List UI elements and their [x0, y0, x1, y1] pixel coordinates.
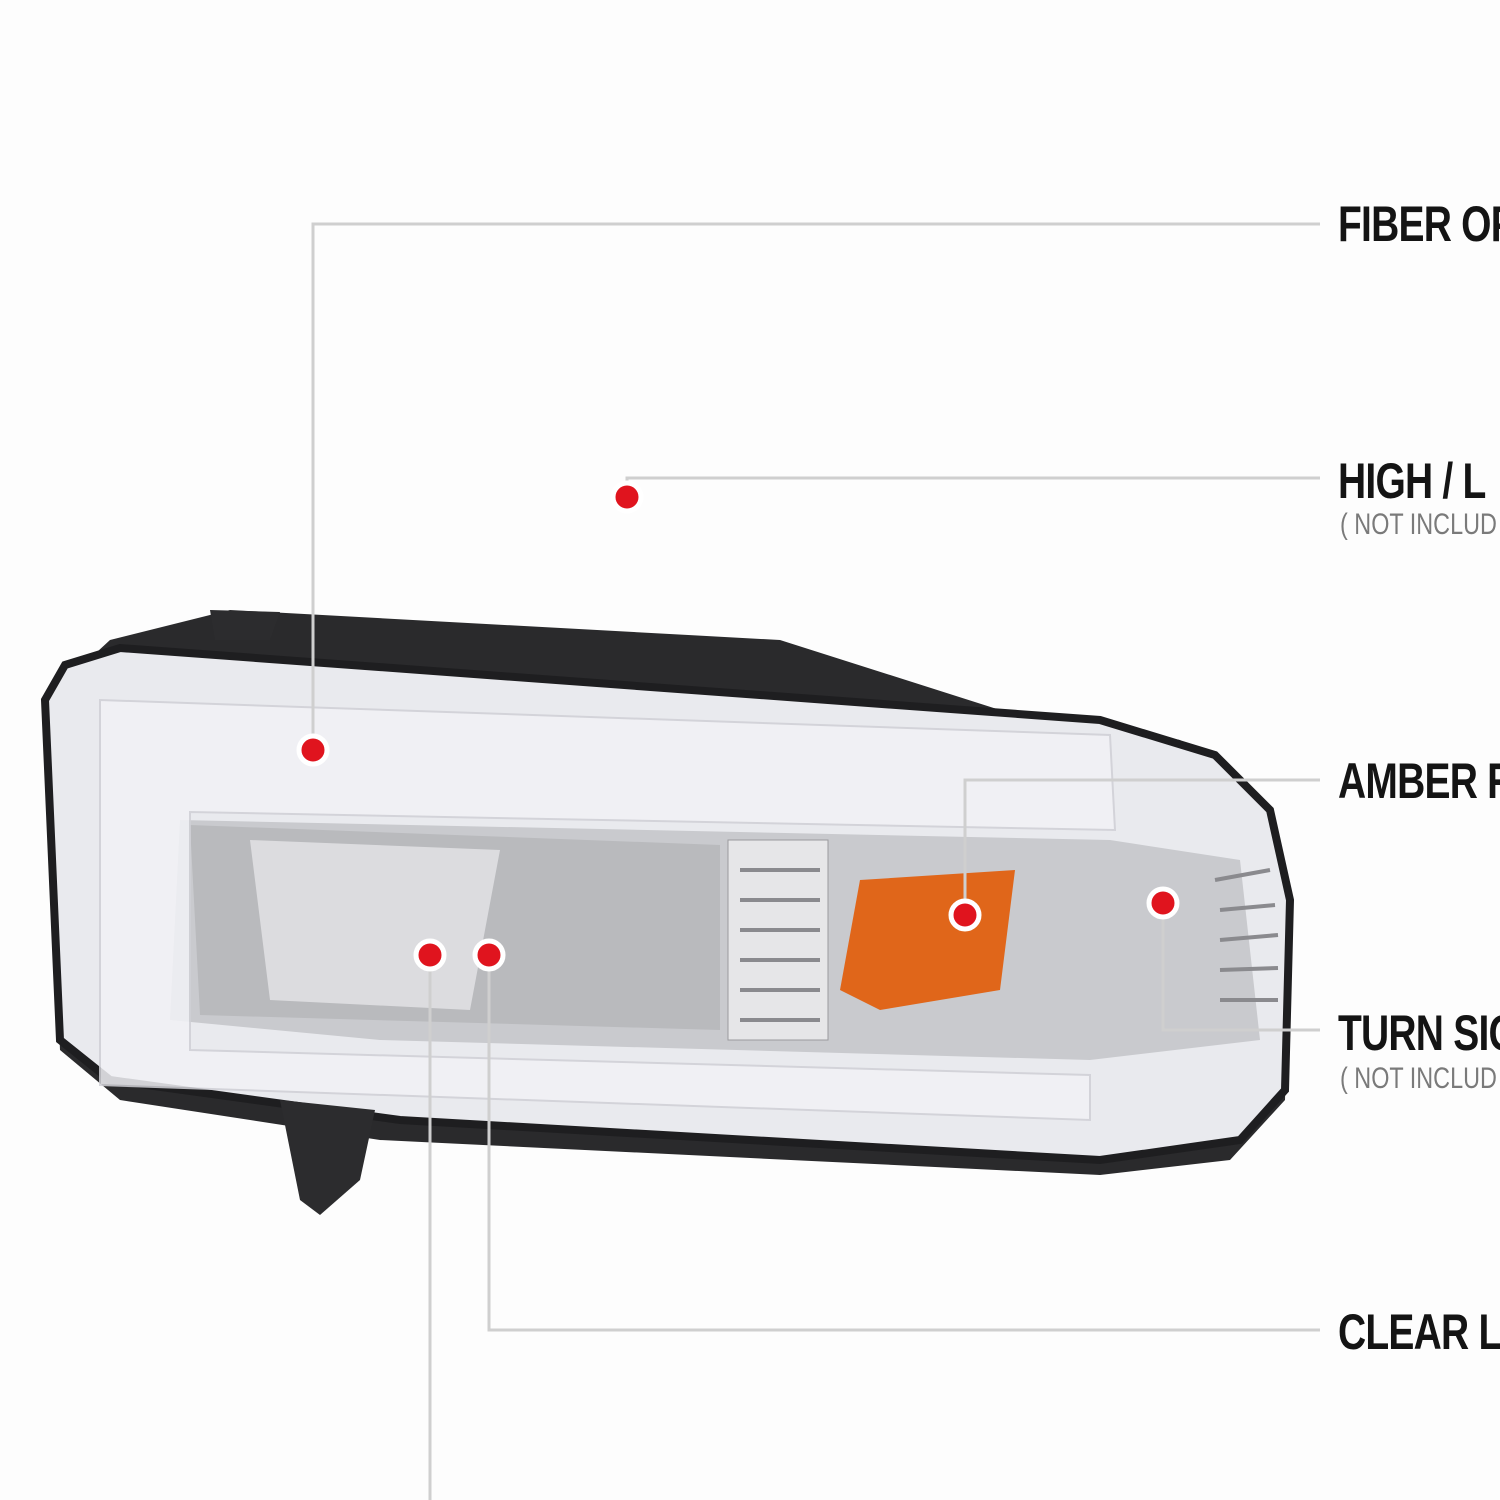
marker-extra	[413, 938, 447, 972]
marker-fiber	[296, 733, 330, 767]
top-clip	[210, 610, 280, 640]
callout-clear-lens: CLEAR LE	[1338, 1304, 1500, 1360]
turn-signal-grille	[1214, 868, 1279, 1002]
leader-turn	[1161, 903, 1320, 1032]
callout-amber-reflector: AMBER R	[1338, 753, 1500, 809]
leader-high-low	[625, 476, 1320, 497]
amber-reflector	[840, 870, 1015, 1010]
callout-high-low-note: ( NOT INCLUD	[1340, 508, 1497, 541]
callout-turn-signal: TURN SIG	[1338, 1005, 1500, 1061]
callout-high-low: HIGH / L	[1338, 453, 1486, 509]
leader-fiber	[311, 222, 1320, 750]
marker-high-low	[610, 480, 644, 514]
leader-amber	[963, 778, 1320, 915]
marker-clear-lens	[472, 938, 506, 972]
mount-bracket	[280, 1100, 375, 1215]
callout-turn-signal-note: ( NOT INCLUD	[1340, 1062, 1497, 1095]
callout-fiber-optic: FIBER OP	[1338, 196, 1500, 252]
markers	[296, 480, 1180, 972]
side-marker-grille	[727, 839, 829, 1041]
leader-lines	[311, 222, 1320, 1500]
reflector-highlight	[250, 840, 500, 1010]
marker-amber	[948, 898, 982, 932]
marker-turn	[1146, 886, 1180, 920]
leader-clear-lens	[487, 955, 1320, 1332]
